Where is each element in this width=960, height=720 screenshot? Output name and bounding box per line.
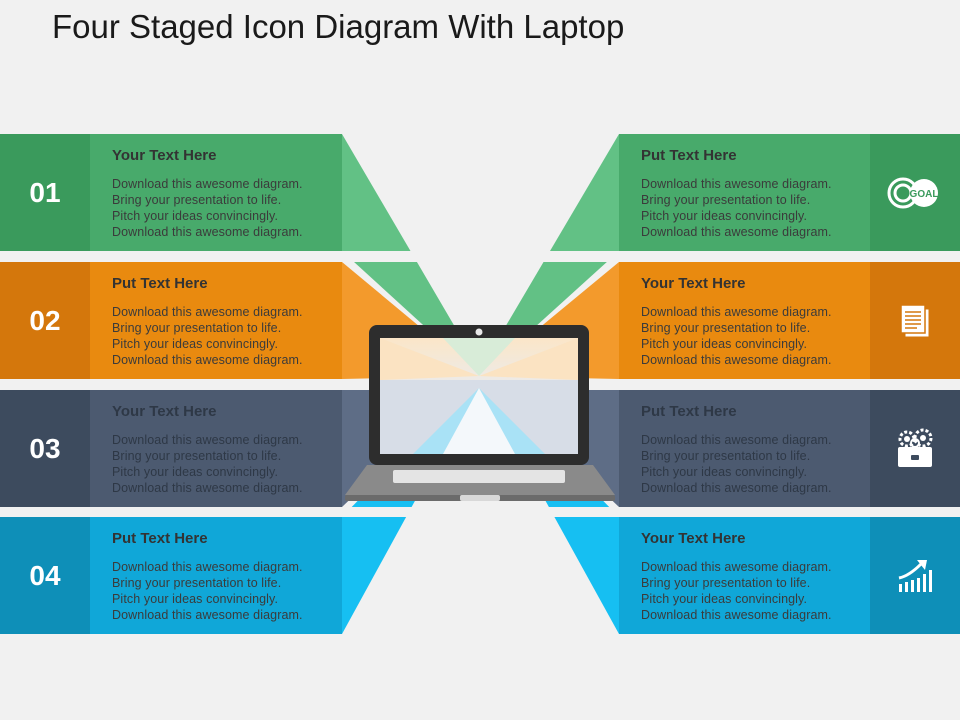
body-line: Download this awesome diagram. bbox=[641, 608, 832, 622]
screen-ray-orange bbox=[380, 338, 479, 380]
documents-icon bbox=[870, 262, 960, 379]
screen-ray-white bbox=[443, 388, 515, 454]
stage-number-1: 01 bbox=[0, 134, 90, 251]
panel-body: Download this awesome diagram. Bring you… bbox=[641, 176, 871, 240]
goal-target-icon: GOAL bbox=[870, 134, 960, 251]
body-line: Pitch your ideas convincingly. bbox=[641, 592, 808, 606]
body-line: Download this awesome diagram. bbox=[112, 608, 303, 622]
panel-title: Put Text Here bbox=[112, 530, 208, 547]
panel-title: Your Text Here bbox=[112, 147, 217, 164]
body-line: Pitch your ideas convincingly. bbox=[641, 209, 808, 223]
panel-title: Put Text Here bbox=[112, 275, 208, 292]
growth-chart-icon bbox=[870, 517, 960, 634]
screen-ray-orange-r bbox=[479, 338, 578, 380]
stage-3-left-panel: Your Text Here Download this awesome dia… bbox=[90, 390, 342, 507]
stage-2-right-panel: Your Text Here Download this awesome dia… bbox=[619, 262, 871, 379]
screen-ray-green bbox=[443, 338, 515, 376]
panel-title: Your Text Here bbox=[641, 530, 746, 547]
panel-body: Download this awesome diagram. Bring you… bbox=[641, 432, 871, 496]
body-line: Pitch your ideas convincingly. bbox=[641, 465, 808, 479]
panel-body: Download this awesome diagram. Bring you… bbox=[641, 304, 871, 368]
body-line: Bring your presentation to life. bbox=[112, 449, 282, 463]
panel-body: Download this awesome diagram. Bring you… bbox=[112, 559, 342, 623]
stage-1-left-panel: Your Text Here Download this awesome dia… bbox=[90, 134, 342, 251]
body-line: Bring your presentation to life. bbox=[641, 193, 811, 207]
body-line: Download this awesome diagram. bbox=[112, 305, 303, 319]
body-line: Download this awesome diagram. bbox=[112, 560, 303, 574]
body-line: Download this awesome diagram. bbox=[641, 560, 832, 574]
body-line: Download this awesome diagram. bbox=[112, 481, 303, 495]
stage-1-right-panel: Put Text Here Download this awesome diag… bbox=[619, 134, 871, 251]
stage-row-3: 03 Your Text Here Download this awesome … bbox=[0, 390, 960, 507]
panel-body: Download this awesome diagram. Bring you… bbox=[112, 432, 342, 496]
stage-row-1: 01 Your Text Here Download this awesome … bbox=[0, 134, 960, 251]
stage-2-left-panel: Put Text Here Download this awesome diag… bbox=[90, 262, 342, 379]
body-line: Download this awesome diagram. bbox=[112, 225, 303, 239]
body-line: Download this awesome diagram. bbox=[641, 305, 832, 319]
body-line: Pitch your ideas convincingly. bbox=[641, 337, 808, 351]
body-line: Pitch your ideas convincingly. bbox=[112, 337, 279, 351]
svg-text:GOAL: GOAL bbox=[910, 189, 939, 200]
body-line: Download this awesome diagram. bbox=[641, 433, 832, 447]
page-title: Four Staged Icon Diagram With Laptop bbox=[52, 8, 625, 45]
panel-title: Put Text Here bbox=[641, 403, 737, 420]
stage-4-right-panel: Your Text Here Download this awesome dia… bbox=[619, 517, 871, 634]
gears-box-icon bbox=[870, 390, 960, 507]
stage-row-2: 02 Put Text Here Download this awesome d… bbox=[0, 262, 960, 379]
stage-number-4: 04 bbox=[0, 517, 90, 634]
body-line: Pitch your ideas convincingly. bbox=[112, 592, 279, 606]
stage-number-3: 03 bbox=[0, 390, 90, 507]
panel-title: Put Text Here bbox=[641, 147, 737, 164]
body-line: Download this awesome diagram. bbox=[641, 225, 832, 239]
panel-body: Download this awesome diagram. Bring you… bbox=[112, 176, 342, 240]
body-line: Bring your presentation to life. bbox=[641, 576, 811, 590]
body-line: Download this awesome diagram. bbox=[641, 481, 832, 495]
panel-title: Your Text Here bbox=[112, 403, 217, 420]
body-line: Bring your presentation to life. bbox=[112, 576, 282, 590]
body-line: Pitch your ideas convincingly. bbox=[112, 209, 279, 223]
body-line: Download this awesome diagram. bbox=[112, 177, 303, 191]
body-line: Download this awesome diagram. bbox=[112, 433, 303, 447]
panel-body: Download this awesome diagram. Bring you… bbox=[641, 559, 871, 623]
laptop-illustration bbox=[345, 325, 615, 501]
body-line: Bring your presentation to life. bbox=[641, 321, 811, 335]
stage-row-4: 04 Put Text Here Download this awesome d… bbox=[0, 517, 960, 634]
stage-number-2: 02 bbox=[0, 262, 90, 379]
body-line: Download this awesome diagram. bbox=[112, 353, 303, 367]
body-line: Pitch your ideas convincingly. bbox=[112, 465, 279, 479]
body-line: Bring your presentation to life. bbox=[112, 193, 282, 207]
panel-title: Your Text Here bbox=[641, 275, 746, 292]
body-line: Download this awesome diagram. bbox=[641, 177, 832, 191]
body-line: Bring your presentation to life. bbox=[112, 321, 282, 335]
body-line: Download this awesome diagram. bbox=[641, 353, 832, 367]
panel-body: Download this awesome diagram. Bring you… bbox=[112, 304, 342, 368]
body-line: Bring your presentation to life. bbox=[641, 449, 811, 463]
stage-3-right-panel: Put Text Here Download this awesome diag… bbox=[619, 390, 871, 507]
stage-4-left-panel: Put Text Here Download this awesome diag… bbox=[90, 517, 342, 634]
